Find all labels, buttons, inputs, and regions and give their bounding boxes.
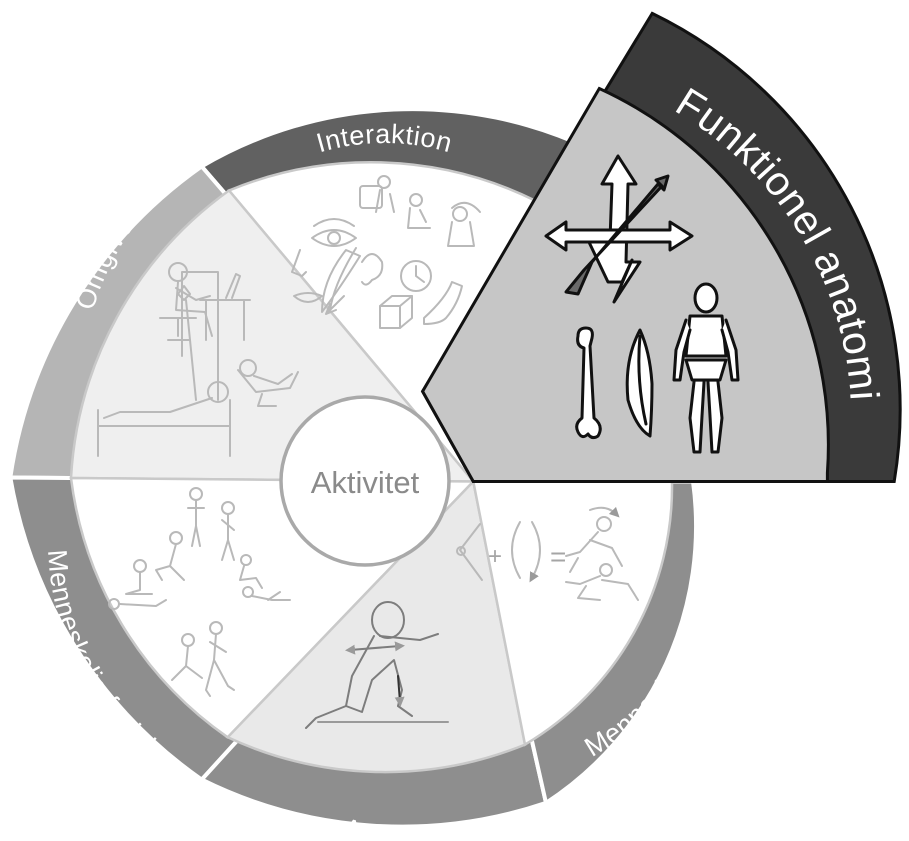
lying-figure-icon (108, 586, 291, 610)
recliner-icon (237, 359, 299, 407)
plus-sign: + (488, 543, 502, 570)
kneeling-figure-icon (155, 531, 185, 581)
movement-axes-arrows-icon (544, 154, 694, 304)
mouth-icon (293, 292, 323, 303)
center-label: Aktivitet (311, 465, 420, 500)
clock-icon (400, 260, 432, 292)
cube-icon (379, 295, 413, 329)
muscle-outline-icon (625, 328, 654, 438)
rolling-figures-icon (565, 506, 639, 601)
equals-sign: = (550, 541, 566, 572)
inner-sector-anstrengelse (225, 478, 527, 774)
ear-icon (361, 253, 384, 286)
sitting-figure-icon (125, 554, 263, 595)
stroke-arrow-icon (325, 295, 345, 315)
muscle-icon (321, 247, 361, 313)
lunging-runner-icon (305, 601, 449, 729)
rotation-icon (511, 521, 541, 578)
eye-icon (311, 218, 357, 247)
conversation-icons (359, 175, 481, 247)
bone-icon (575, 326, 602, 440)
inner-sector-menneskelig-bevaegelse (471, 480, 674, 747)
center-circle (279, 395, 451, 567)
nose-icon (291, 249, 307, 277)
joint-angle-icon (456, 523, 483, 581)
standing-figure-icon (187, 487, 235, 561)
bed-with-patient-icon (97, 271, 231, 457)
mannequin-icon (672, 282, 740, 454)
flexed-arm-icon (423, 281, 463, 325)
walking-figure-icon (171, 621, 235, 697)
